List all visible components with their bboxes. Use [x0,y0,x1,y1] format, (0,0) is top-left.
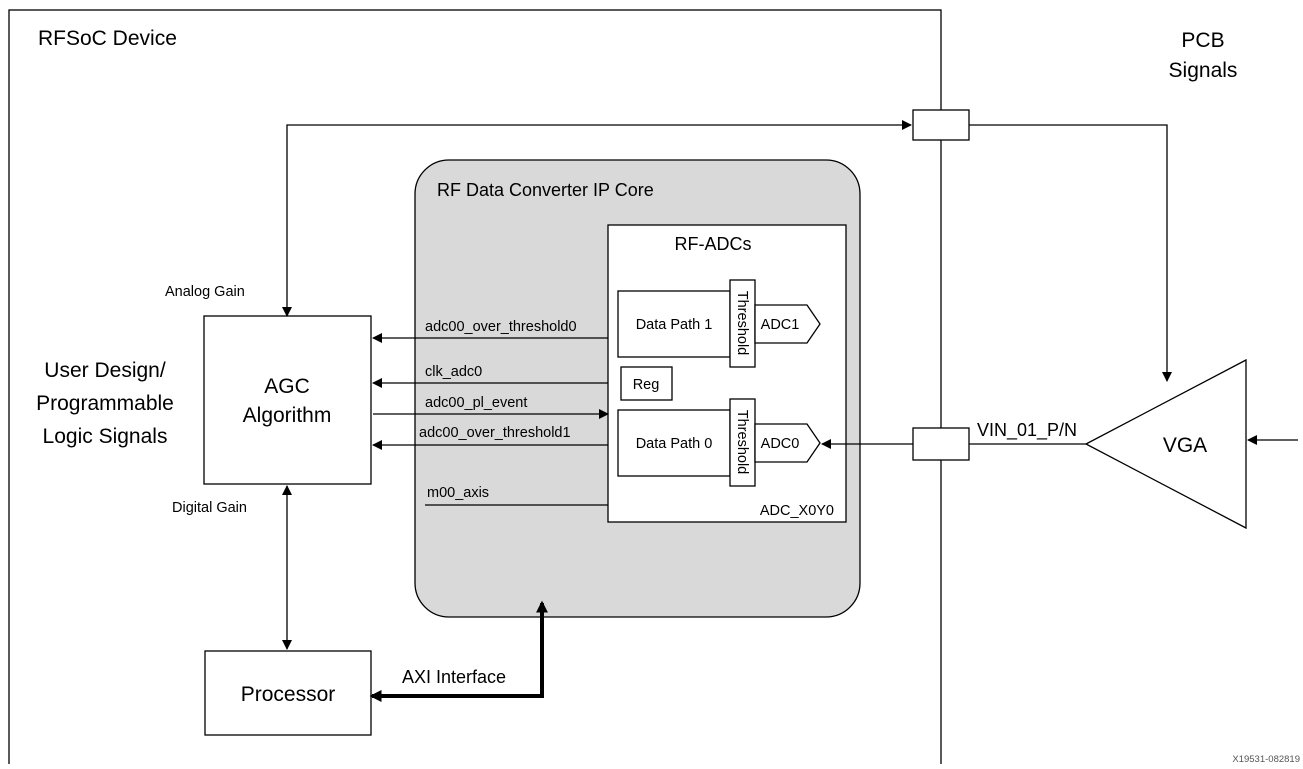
axi-label: AXI Interface [402,667,506,687]
processor-label: Processor [241,683,336,706]
vin-label: VIN_01_P/N [977,420,1077,441]
agc-algorithm-block [203,315,372,485]
processor-block [204,650,372,736]
vga-gain-control-line [969,124,1172,382]
reg-block [620,366,673,401]
analog-gain-pin [912,109,970,141]
user-design-line1: User Design/ [44,359,166,382]
analog-gain-line [282,120,912,317]
m00-axis-label: m00_axis [427,485,489,501]
adc0-block [754,423,821,463]
axi-interface-line [369,600,548,702]
adcs-title: RF-ADCs [675,234,752,254]
user-design-line3: Logic Signals [43,425,168,448]
over-threshold0-label: adc00_over_threshold0 [425,319,577,335]
user-design-line2: Programmable [36,392,174,415]
ip-core-title: RF Data Converter IP Core [437,180,654,200]
vga-amplifier [1084,358,1247,530]
pl-event-label: adc00_pl_event [425,395,527,411]
adc1-label: ADC1 [761,317,800,333]
vga-label: VGA [1163,434,1207,457]
agc-label-line2: Algorithm [243,404,332,427]
data-path-0-label: Data Path 0 [636,436,713,452]
pcb-label-line1: PCB [1181,29,1224,52]
figure-id: X19531-082819 [1232,754,1300,764]
digital-gain-label: Digital Gain [172,500,247,516]
adc0-label: ADC0 [761,436,800,452]
pcb-label-line2: Signals [1169,59,1238,82]
threshold-1-label: Threshold [734,291,750,355]
clk-adc0-label: clk_adc0 [425,364,482,380]
data-path-1-label: Data Path 1 [636,317,713,333]
reg-label: Reg [633,377,660,393]
agc-label-line1: AGC [264,375,310,398]
device-label: RFSoC Device [38,27,177,50]
analog-gain-label: Analog Gain [165,284,245,300]
adc-tile-label: ADC_X0Y0 [760,503,834,519]
vin-pin [912,427,970,461]
over-threshold1-label: adc00_over_threshold1 [419,425,571,441]
threshold-0-label: Threshold [734,410,750,474]
